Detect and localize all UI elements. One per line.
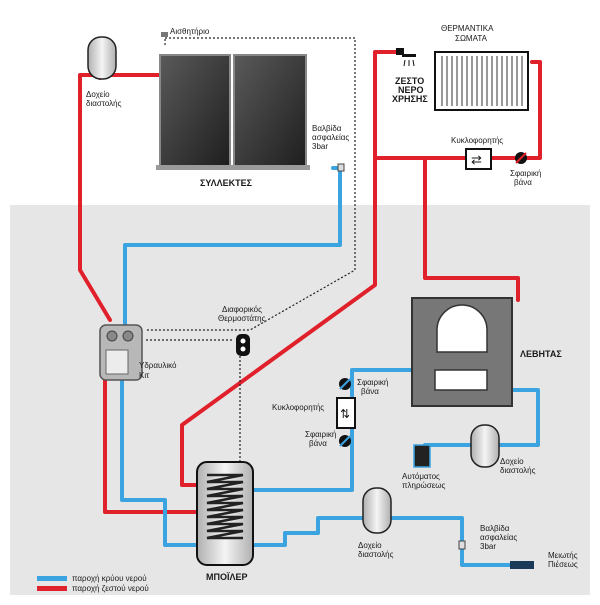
expansion-tank-top	[87, 36, 117, 80]
hot-pipe-radiator-loop	[373, 60, 542, 160]
safety-valve-top-label: Βαλβίδα ασφαλείας 3bar	[312, 124, 351, 151]
boiler	[411, 297, 513, 407]
legend-swatch-cold	[37, 576, 67, 581]
cold-pipe-kit-heater	[120, 378, 199, 547]
sensor-icon	[161, 32, 168, 37]
diff-thermostat-label: Διαφορικός Θερμοστάτης	[218, 305, 266, 323]
legend-swatch-hot	[37, 586, 67, 591]
safety-valve-top-icon	[337, 163, 345, 172]
expansion-tank-bottom-label: Δοχείο διαστολής	[358, 541, 394, 559]
hydraulic-kit	[99, 324, 143, 381]
pressure-reducer-label: Μειωτής Πιέσεως	[548, 551, 580, 569]
expansion-tank-right	[470, 424, 500, 468]
sensor-wire	[145, 37, 356, 331]
circulator-top-label: Κυκλοφορητής	[451, 136, 503, 145]
hot-pipe-heater-taps	[180, 50, 402, 487]
circulator-mid-label: Κυκλοφορητής	[272, 403, 324, 412]
legend: παροχή κρύου νερού παροχή ζεστού νερού	[37, 574, 149, 593]
water-heater	[196, 461, 254, 566]
hot-pipe-collector-kit	[78, 73, 162, 322]
water-heater-label: ΜΠΟΪΛΕΡ	[206, 572, 248, 582]
hot-water-label: ΖΕΣΤΟ ΝΕΡΟ ΧΡΗΣΗΣ	[392, 76, 428, 104]
legend-label-cold: παροχή κρύου νερού	[72, 574, 147, 583]
solar-collectors	[156, 54, 310, 170]
cold-pipe-supply	[251, 516, 512, 567]
ball-valve-mid-lower-label: Σφαιρική βάνα	[305, 430, 339, 448]
expansion-tank-top-label: Δοχείο διαστολής	[86, 90, 122, 108]
auto-fill-label: Αυτόματος πληρώσεως	[402, 472, 446, 490]
ball-valve-top-label: Σφαιρική βάνα	[510, 169, 544, 187]
legend-label-hot: παροχή ζεστού νερού	[72, 584, 149, 593]
safety-valve-bottom-label: Βαλβίδα ασφαλείας 3bar	[480, 524, 519, 551]
circulator-top	[465, 148, 492, 170]
safety-valve-bottom-icon	[458, 540, 466, 550]
circulator-mid-icon: ⇅	[340, 407, 350, 421]
circulator-mid	[336, 397, 356, 429]
expansion-tank-bottom	[362, 487, 392, 534]
radiator-fins	[441, 56, 523, 106]
auto-fill-device	[413, 444, 431, 468]
cold-pipe-boiler-return	[498, 388, 540, 447]
hydraulic-kit-label: Υδραυλικό Κιτ	[139, 361, 179, 380]
collectors-label: ΣΥΛΛΕΚΤΕΣ	[200, 178, 253, 188]
boiler-label: ΛΕΒΗΤΑΣ	[520, 349, 562, 359]
hot-pipe-to-boiler	[423, 158, 520, 302]
pressure-reducer	[510, 561, 534, 569]
cold-pipe-heater-boiler	[251, 368, 414, 492]
differential-thermostat	[236, 334, 250, 356]
shower-icon	[396, 48, 416, 67]
expansion-tank-right-label: Δοχείο διαστολής	[500, 457, 536, 475]
sensor-label: Αισθητήριο	[170, 27, 210, 36]
circulator-top-icon: ⇄	[471, 152, 482, 167]
radiators-label: ΘΕΡΜΑΝΤΙΚΑ ΣΩΜΑΤΑ	[441, 24, 495, 43]
ball-valve-mid-upper-label: Σφαιρική βάνα	[357, 378, 391, 396]
